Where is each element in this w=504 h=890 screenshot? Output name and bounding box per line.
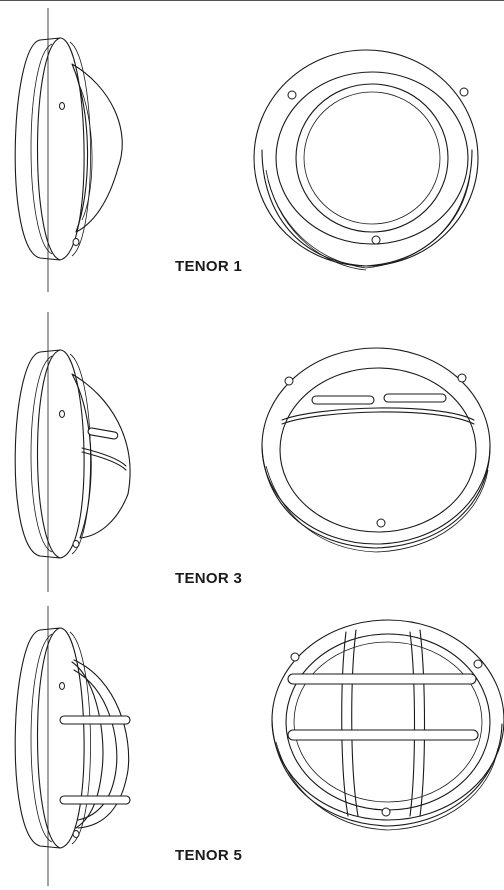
tenor-5-label: TENOR 5 [175, 847, 243, 864]
shade-slot [87, 427, 119, 440]
screw-hole [371, 235, 381, 245]
base-ring [14, 37, 61, 261]
inner-bezel [279, 367, 477, 533]
screw-hole [459, 87, 469, 97]
screw-hole [381, 807, 391, 817]
tenor-1-side-view [14, 8, 123, 292]
cage-bar [287, 673, 477, 685]
screw-hole [72, 830, 80, 838]
screw-hole [59, 682, 65, 690]
tenor-5-front-view [271, 619, 504, 831]
shade-slot [383, 393, 447, 403]
base-ring-edge [59, 349, 85, 559]
tenor-3-side-view [14, 312, 131, 592]
outer-ring [253, 49, 479, 267]
glass-diffuser [295, 83, 449, 233]
tenor-1-front-view [253, 49, 479, 271]
tenor-5-side-view [14, 606, 131, 886]
screw-hole [290, 652, 300, 662]
base-ring [14, 349, 61, 559]
screw-hole [376, 518, 386, 528]
screw-hole [59, 410, 65, 418]
cage-dome [73, 659, 130, 829]
tenor-1-label: TENOR 1 [175, 258, 243, 275]
shade-slot [311, 395, 375, 405]
screw-hole [59, 102, 65, 110]
tenor-3-label: TENOR 3 [175, 570, 243, 587]
inner-bezel [275, 71, 469, 245]
screw-hole [284, 376, 294, 386]
screw-hole [287, 90, 297, 100]
base-ring-edge [59, 37, 85, 261]
screw-hole [72, 238, 80, 246]
cage-bar [59, 715, 131, 725]
tenor-3-front-view [261, 347, 491, 553]
shade-edge [281, 407, 475, 421]
cage-bar [287, 729, 479, 741]
dome-diffuser [71, 373, 131, 539]
inner-bezel [285, 633, 491, 811]
screw-hole [473, 659, 483, 669]
dome-diffuser [71, 63, 123, 233]
screw-hole [72, 540, 80, 548]
cage-bar [59, 795, 131, 805]
outer-ring [261, 347, 491, 545]
glass-diffuser [293, 641, 483, 803]
outer-ring [271, 619, 504, 821]
base-ring-edge [59, 627, 85, 849]
screw-hole [457, 373, 467, 383]
